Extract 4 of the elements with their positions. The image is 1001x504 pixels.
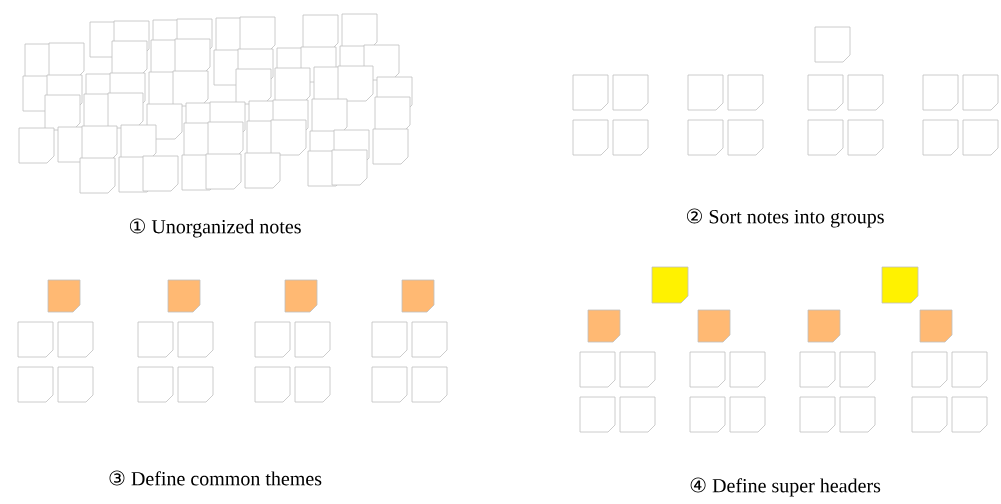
caption: ② Sort notes into groups	[687, 208, 884, 228]
caption: ④ Define super headers	[690, 477, 881, 497]
caption: ① Unorganized notes	[129, 218, 301, 238]
caption: ③ Define common themes	[109, 470, 322, 486]
